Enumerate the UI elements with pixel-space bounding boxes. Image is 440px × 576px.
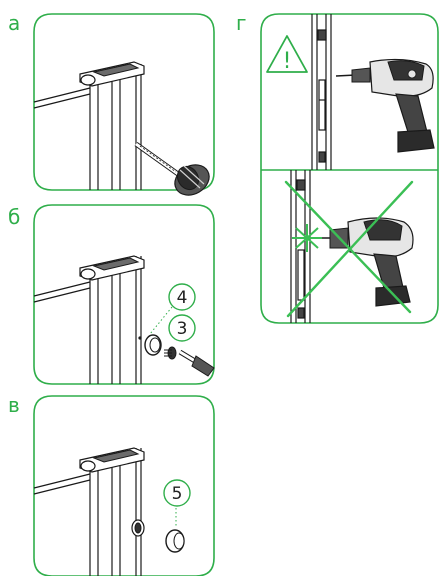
panel-g-label: г (236, 11, 247, 35)
panel-b-label: б (8, 205, 20, 229)
warning-symbol: ! (283, 49, 292, 74)
panel-a: а (8, 11, 215, 196)
drill-icon (335, 58, 435, 153)
screwdriver-icon (178, 349, 215, 377)
panel-v-label: в (8, 393, 20, 417)
panel-g: г ! (236, 11, 439, 324)
screwdriver-icon (134, 141, 210, 196)
callout-3: 3 (168, 314, 196, 342)
warning-triangle-icon: ! (266, 35, 308, 74)
callout-3-label: 3 (177, 319, 188, 339)
panel-a-frame (33, 13, 215, 191)
profile-upper (311, 14, 332, 170)
panel-b: б (8, 204, 215, 385)
callout-5: 5 (163, 479, 191, 507)
callout-5-label: 5 (172, 484, 183, 504)
callout-4: 4 (168, 283, 196, 311)
hinge-top-b (79, 255, 145, 281)
screw-part-3 (164, 346, 177, 360)
callout-4-label: 4 (177, 288, 188, 308)
cap-part-5 (165, 529, 185, 553)
hinge-top-v (79, 447, 145, 473)
cross-mark-icon (284, 180, 414, 318)
panel-a-label: а (8, 11, 20, 35)
panel-v-frame (33, 395, 215, 576)
hinge-top-a (79, 61, 145, 87)
impact-burst (292, 224, 322, 252)
installed-screw (131, 519, 145, 537)
drill-icon (306, 217, 414, 307)
panel-g-frame (260, 13, 439, 324)
panel-b-frame (33, 204, 215, 385)
panel-v: в 5 (8, 393, 215, 576)
drill-hole (138, 336, 142, 340)
callout-leader-4 (149, 306, 173, 335)
cap-part-4 (144, 334, 162, 356)
